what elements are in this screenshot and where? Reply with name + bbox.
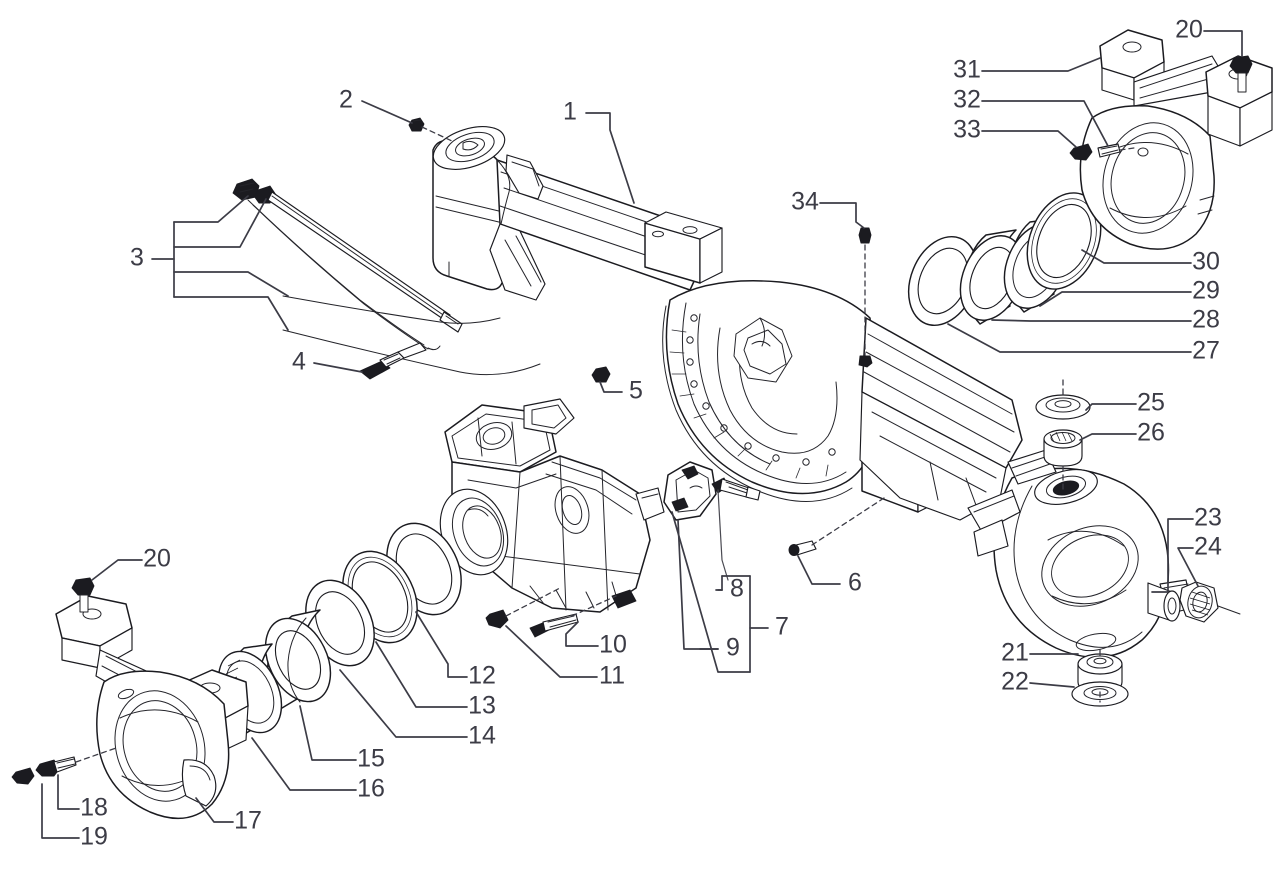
callout-16: 16 — [357, 775, 385, 803]
drain-plug — [591, 366, 611, 383]
differential-carrier — [439, 398, 665, 613]
lock-nut — [1179, 581, 1241, 623]
king-pin-nut-left — [71, 577, 95, 613]
leader-18-dash — [75, 747, 117, 763]
steering-knuckle-right — [1079, 29, 1273, 250]
callout-numbers: 1 2 3 4 5 6 7 8 9 10 11 12 13 14 15 16 1… — [80, 16, 1222, 851]
breather-plug — [408, 117, 425, 132]
callout-27: 27 — [1192, 337, 1220, 365]
callout-19: 19 — [80, 823, 108, 851]
callout-2: 2 — [339, 86, 353, 114]
stud-pin — [485, 609, 509, 629]
upper-thrust-washer — [1035, 394, 1091, 420]
knuckle-lock-pin — [1069, 143, 1093, 161]
callout-9: 9 — [726, 634, 740, 662]
callout-5: 5 — [629, 377, 643, 405]
callout-10: 10 — [599, 631, 627, 659]
callout-28: 28 — [1192, 306, 1220, 334]
callout-14: 14 — [468, 722, 496, 750]
retainer-bracket — [663, 461, 717, 521]
upper-king-pin-cap — [1043, 429, 1083, 467]
callout-30: 30 — [1192, 248, 1220, 276]
leader-10-dash — [571, 595, 617, 617]
housing-plug-seat — [858, 355, 873, 368]
callout-6: 6 — [848, 569, 862, 597]
callout-1: 1 — [563, 98, 577, 126]
hose-end-fitting — [359, 342, 427, 380]
bearing-cup — [264, 609, 332, 709]
leader-2-dash — [421, 126, 453, 142]
leader-32-dash — [1119, 147, 1135, 151]
leader-8-stem — [717, 489, 729, 581]
hydraulic-hose-fittings-group — [232, 178, 541, 376]
callout-8: 8 — [730, 575, 744, 603]
callout-24: 24 — [1194, 533, 1222, 561]
callout-20-right: 20 — [1175, 16, 1203, 44]
callout-31: 31 — [953, 56, 981, 84]
callout-26: 26 — [1137, 419, 1165, 447]
housing-plug — [858, 227, 872, 244]
callout-29: 29 — [1192, 277, 1220, 305]
callout-11: 11 — [599, 662, 625, 690]
leader-lines — [41, 30, 1243, 839]
callout-20-left: 20 — [143, 545, 171, 573]
callout-15: 15 — [357, 745, 385, 773]
cap-screw — [529, 613, 579, 638]
hex-bolt — [711, 477, 761, 501]
axle-housing-main-beam — [432, 126, 1193, 659]
callout-33: 33 — [953, 116, 981, 144]
lock-pin-left — [11, 767, 35, 785]
leader-6-dash — [811, 497, 885, 546]
knuckle-grease-fitting — [1097, 143, 1121, 158]
callout-7: 7 — [775, 613, 789, 641]
callout-17: 17 — [234, 807, 262, 835]
seal-ring-right-inner — [959, 229, 1025, 325]
dowel-pin — [788, 540, 817, 556]
shim-ring-right — [907, 235, 979, 327]
callout-21: 21 — [1001, 639, 1029, 667]
callout-23: 23 — [1194, 504, 1222, 532]
callout-25: 25 — [1137, 389, 1165, 417]
steering-knuckle-left — [55, 595, 249, 820]
callout-4: 4 — [292, 348, 306, 376]
bearing-cone-right — [1026, 192, 1102, 290]
grease-fitting-left — [35, 756, 77, 777]
king-pin-nut-right — [1229, 55, 1253, 93]
callout-32: 32 — [953, 86, 981, 114]
callout-18: 18 — [80, 794, 108, 822]
callout-34: 34 — [791, 188, 819, 216]
callout-22: 22 — [1001, 668, 1029, 696]
callout-12: 12 — [468, 662, 496, 690]
callout-3: 3 — [130, 244, 144, 272]
callout-13: 13 — [468, 692, 496, 720]
leader-11-dash — [505, 587, 561, 617]
